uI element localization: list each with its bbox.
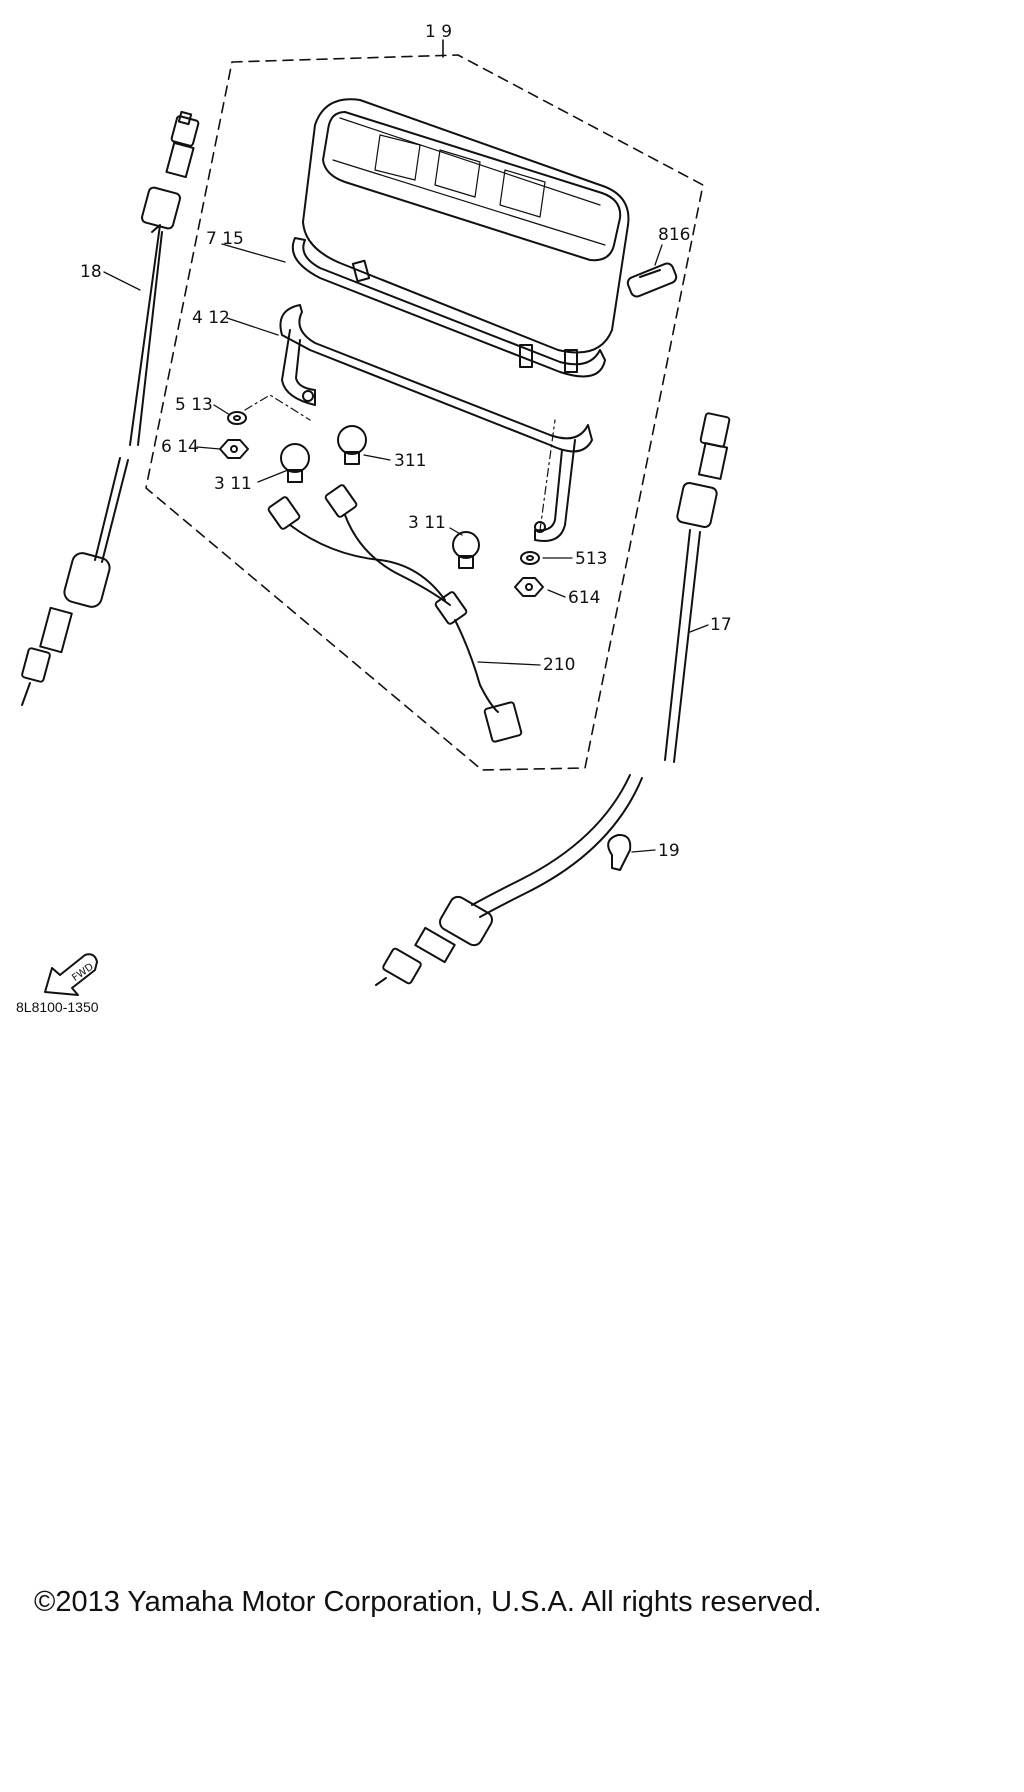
bracket [279,304,593,542]
gasket [291,237,606,378]
nut-left [219,439,249,459]
label-412: 4 12 [192,308,230,328]
fwd-arrow-icon [44,953,98,996]
label-614-right: 614 [568,588,600,608]
label-17: 17 [710,615,732,635]
label-19: 19 [658,841,680,861]
label-311-c: 3 11 [408,513,446,533]
bulb-c [452,531,480,569]
label-311-a: 3 11 [214,474,252,494]
washer-left [227,411,247,425]
label-311-b: 311 [394,451,426,471]
label-816: 816 [658,225,690,245]
label-513-left: 5 13 [175,395,213,415]
bulb-a [280,443,310,483]
label-614-left: 6 14 [161,437,199,457]
label-513-right: 513 [575,549,607,569]
wire-harness [267,484,523,743]
label-715: 7 15 [206,229,244,249]
bulb-b [337,425,367,465]
copyright-notice: ©2013 Yamaha Motor Corporation, U.S.A. A… [34,1586,822,1618]
meter-housing [302,98,630,373]
reset-knob [626,262,678,298]
label-18: 18 [80,262,102,282]
label-19-top: 1 9 [425,22,452,42]
washer-right [520,551,540,565]
cable-clamp [607,833,632,871]
nut-right [514,577,544,597]
label-210: 210 [543,655,575,675]
drawing-code: 8L8100-1350 [16,999,99,1015]
speedometer-cable-left [21,110,200,706]
speedometer-cable-right [375,412,731,986]
assembly-boundary [145,54,704,771]
